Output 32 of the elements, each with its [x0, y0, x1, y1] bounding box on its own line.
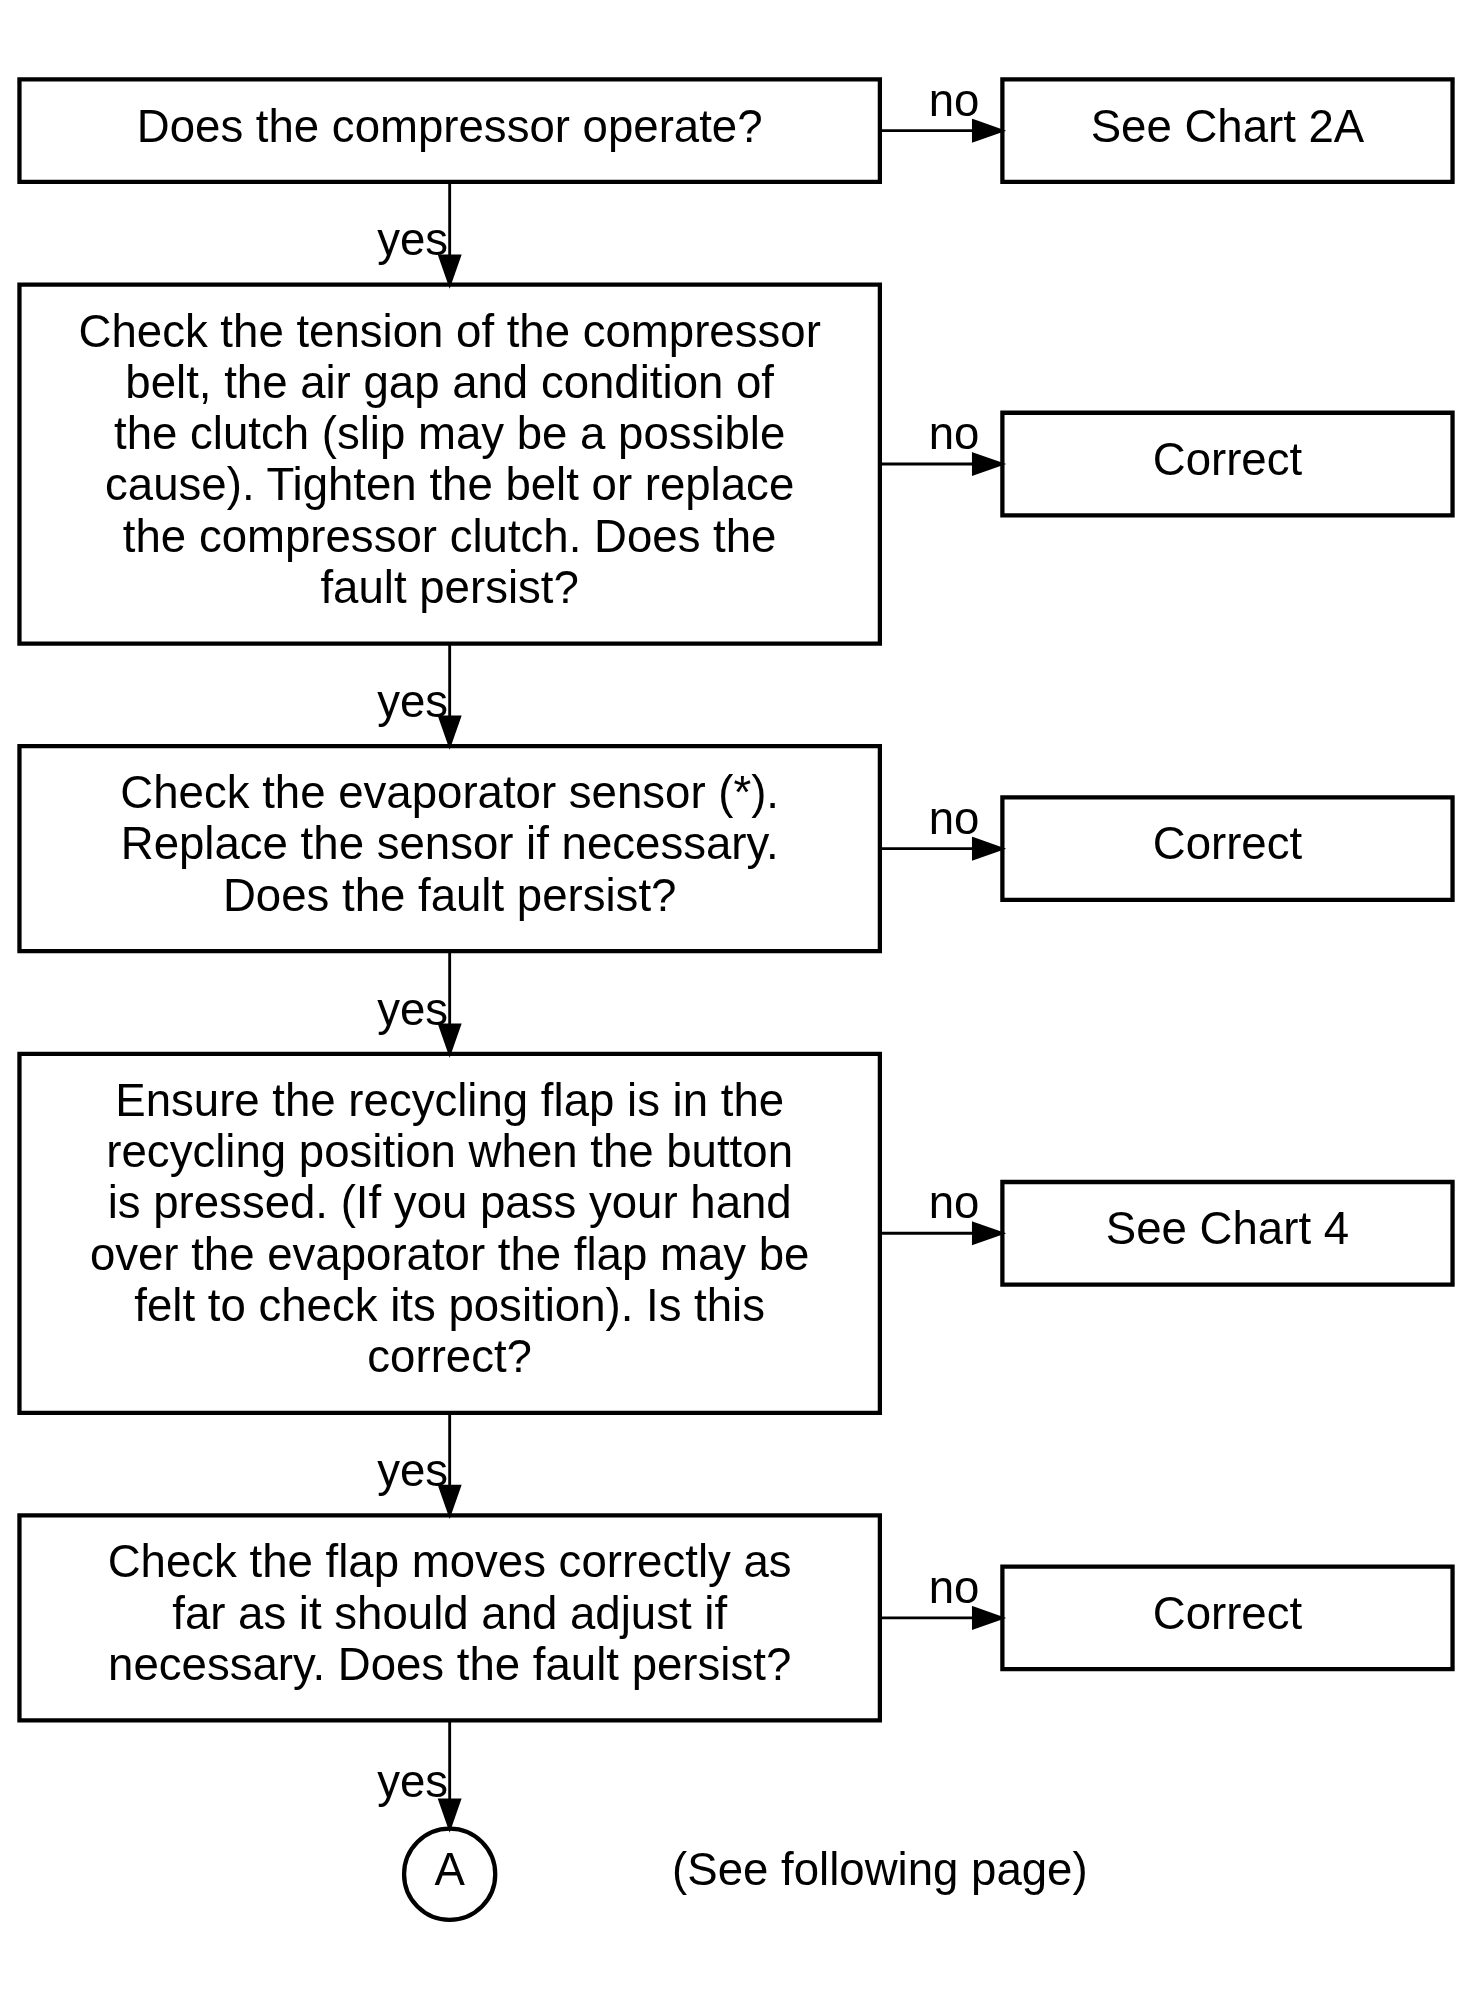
edge-label: no — [928, 74, 980, 126]
edge-label: no — [928, 792, 980, 844]
node-label: (See following page) — [672, 1844, 1088, 1896]
arrow — [880, 1605, 1007, 1630]
node-box: Check the evaporator sensor (*). Replace the sensor if necessary. Does the fault persist? — [17, 743, 882, 954]
edge-label: yes — [377, 675, 449, 727]
edge-label: yes — [377, 1755, 449, 1807]
edge-label: yes — [377, 1445, 449, 1497]
node-box: Check the flap moves correctly as far as it should and adjust if necessary. Does the fault persist? — [17, 1513, 882, 1723]
node-circle: A — [401, 1826, 498, 1923]
arrow — [880, 452, 1007, 476]
node-box: Correct — [1000, 1564, 1455, 1672]
edge-label: no — [928, 1562, 980, 1614]
edge-label: no — [928, 408, 980, 460]
node-box: See Chart 2A — [1000, 77, 1455, 185]
arrow — [437, 1413, 462, 1519]
node-box: Ensure the recycling flap is in the recycling position when the button is pressed. (If you pass your hand over the evaporator the flap may be felt to check its position). Is this correct? — [17, 1051, 882, 1415]
node-box: Correct — [1000, 410, 1455, 518]
arrow — [437, 182, 462, 289]
node-box: See Chart 4 — [1000, 1179, 1455, 1287]
arrow — [880, 836, 1007, 861]
edge-label: yes — [377, 983, 449, 1035]
node-box: Correct — [1000, 795, 1455, 903]
arrow — [880, 1221, 1007, 1246]
node-box: Does the compressor operate? — [17, 77, 882, 185]
arrow — [437, 951, 462, 1058]
arrow — [437, 643, 462, 750]
node-box: Check the tension of the compressor belt, the air gap and condition of the clutch (slip may be a possible cause). Tighten the belt or replace the compressor clutch. Does the fault persist? — [17, 282, 882, 646]
edge-label: yes — [377, 214, 449, 266]
arrow — [437, 1720, 462, 1833]
edge-label: no — [928, 1177, 980, 1229]
arrow — [880, 118, 1007, 143]
